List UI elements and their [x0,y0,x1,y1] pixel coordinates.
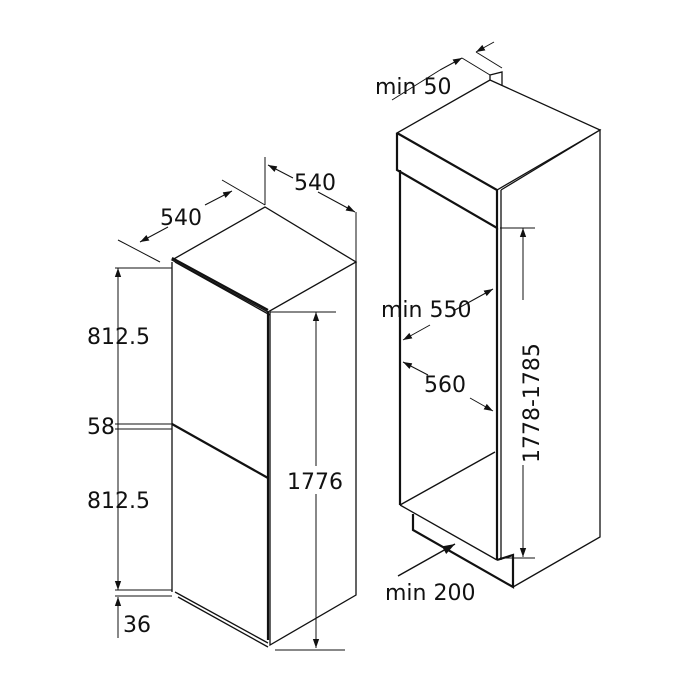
door-divider [171,423,269,479]
vent-opening-label: min 200 [385,581,475,606]
depth-label: 540 [160,206,202,231]
appliance-side-face [269,262,357,647]
plinth-vent-recess [411,514,515,589]
door-gap-label: 58 [87,415,115,440]
appliance-dimensions [114,157,357,651]
niche-dimensions [391,41,535,577]
min-width-label: min 550 [381,298,471,323]
niche-height-label: 1778-1785 [520,343,545,463]
appliance-bottom-edge-inner [177,596,269,648]
niche-top-band [395,132,499,230]
appliance-top-trim-inner [174,261,271,316]
total-height-label: 1776 [287,470,343,495]
bottom-offset-label: 36 [123,613,151,638]
top-clearance-label: min 50 [375,75,451,100]
niche-inner-bottom-front [399,504,498,561]
appliance-top-trim [171,257,269,311]
niche-inner-bottom-back [399,451,496,506]
niche-top-back-lip [489,71,503,86]
appliance-drawing [170,206,358,648]
upper-door-height-label: 812.5 [87,325,150,350]
width-label: 540 [294,171,336,196]
appliance-bottom-edge [174,591,269,644]
niche-side-face [500,128,601,588]
niche-depth-label: 560 [424,373,466,398]
niche-drawing [395,71,602,589]
lower-door-height-label: 812.5 [87,489,150,514]
